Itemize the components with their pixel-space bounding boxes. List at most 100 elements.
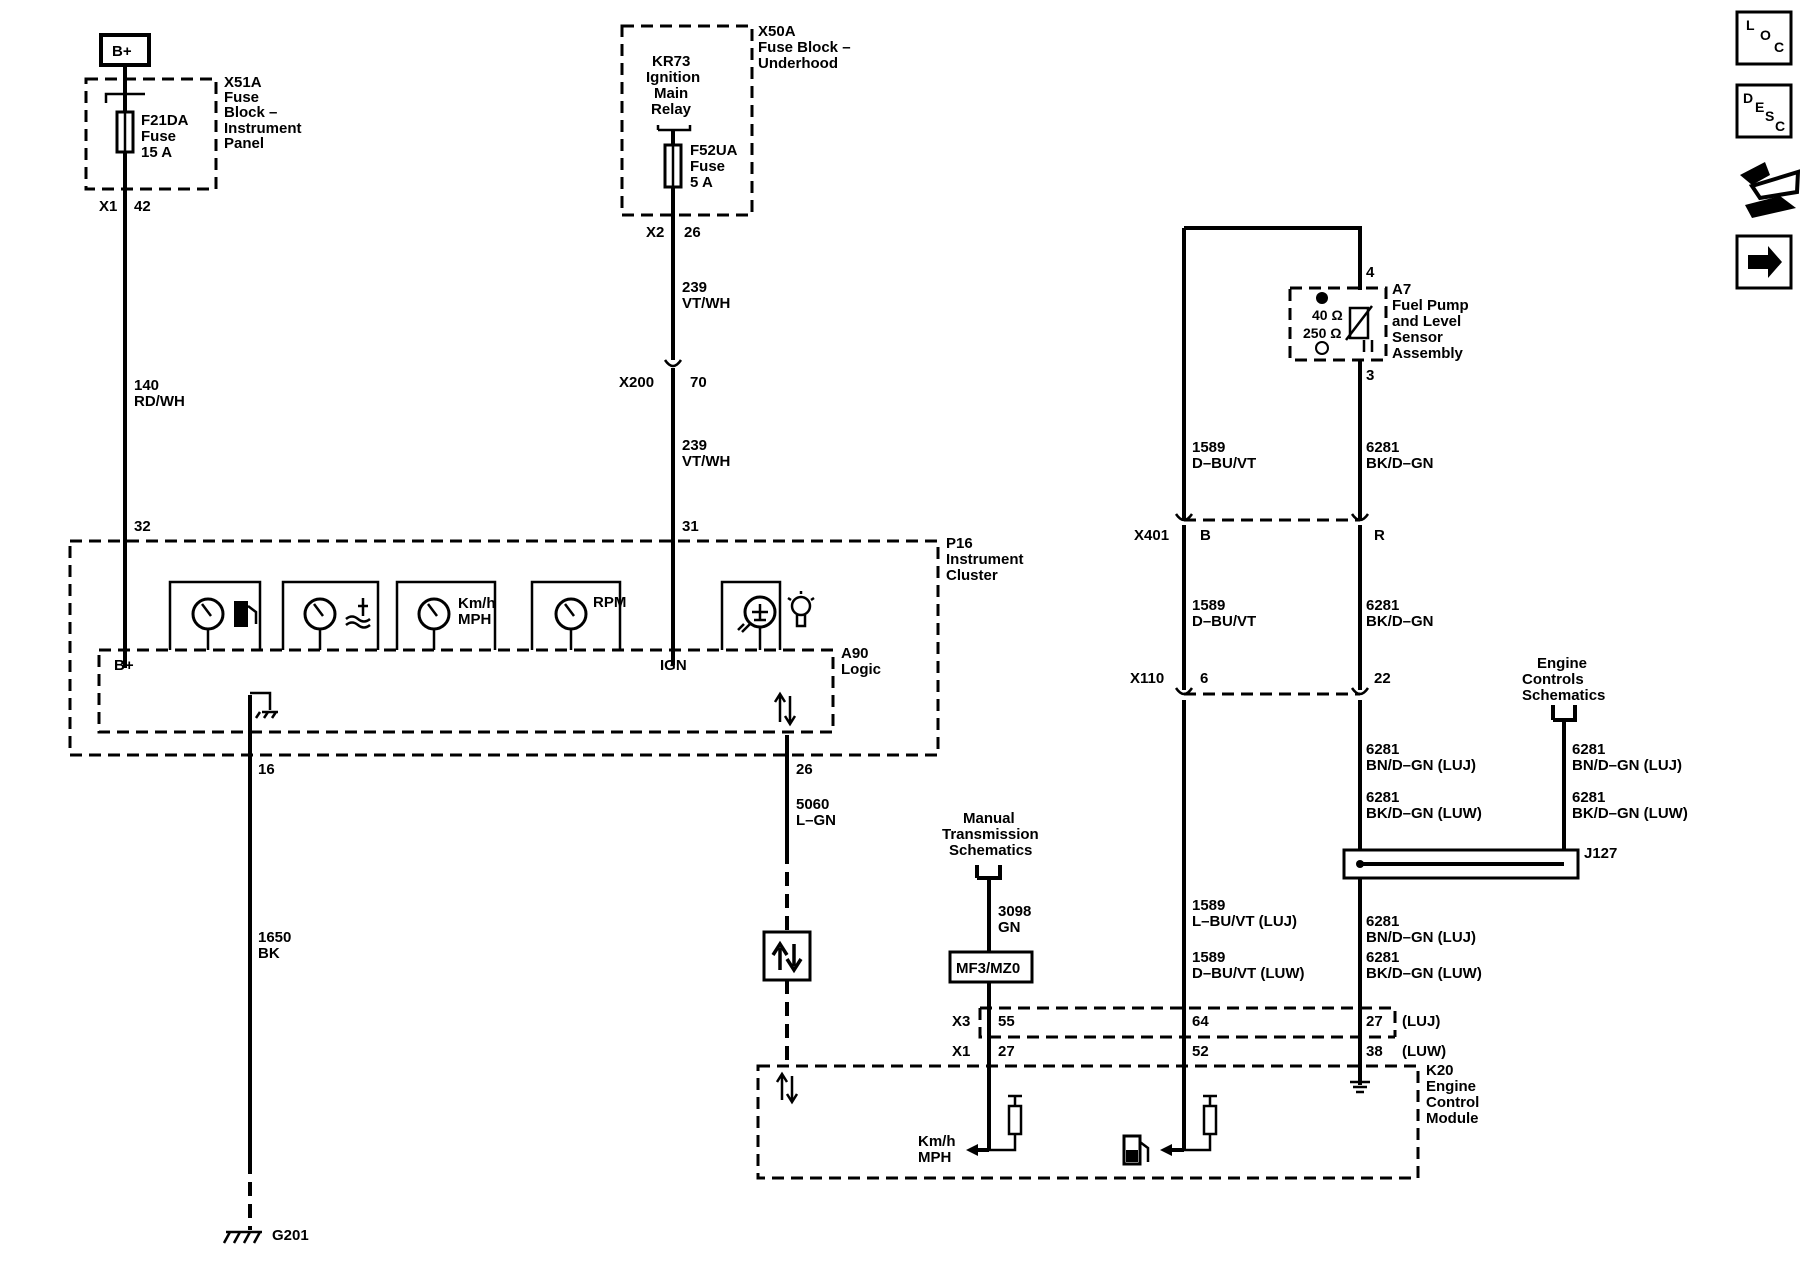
svg-text:MF3/MZ0: MF3/MZ0 [956,960,1020,977]
svg-text:Km/h: Km/h [918,1133,956,1150]
svg-text:26: 26 [684,224,701,241]
svg-text:27: 27 [998,1043,1015,1060]
warning-lamp [720,580,815,650]
svg-text:Schematics: Schematics [949,842,1032,859]
svg-text:3098: 3098 [998,903,1031,920]
svg-text:4: 4 [1366,264,1375,281]
svg-text:Fuse Block –: Fuse Block – [758,39,851,56]
svg-text:and Level: and Level [1392,313,1461,330]
level-sensor-icon: 40 Ω 250 Ω [1303,292,1374,355]
svg-text:Fuel Pump: Fuel Pump [1392,297,1469,314]
svg-text:Module: Module [1426,1110,1479,1127]
wire-6281-a: 6281 BK/D–GN [1366,439,1434,472]
svg-text:D–BU/VT: D–BU/VT [1192,613,1256,630]
svg-text:140: 140 [134,377,159,394]
relay-contact-icon [656,125,692,132]
svg-text:L–GN: L–GN [796,812,836,829]
next-arrow-button[interactable] [1735,234,1793,290]
fuel-pull-up-resistor-icon [1184,1094,1218,1152]
ecm-ground-icon [1350,1066,1370,1094]
svg-text:A90: A90 [841,645,869,662]
manual-transmission-schematics-link[interactable]: Manual Transmission Schematics [942,810,1039,880]
svg-text:BN/D–GN (LUJ): BN/D–GN (LUJ) [1366,757,1476,774]
svg-text:1589: 1589 [1192,597,1225,614]
right-arrow-icon [1748,246,1782,278]
svg-text:BN/D–GN (LUJ): BN/D–GN (LUJ) [1572,757,1682,774]
f52ua-label: F52UA Fuse 5 A [690,142,738,191]
svg-text:6281: 6281 [1366,949,1399,966]
fuel-pump-icon [234,601,258,627]
fuel-gauge [168,580,262,650]
svg-text:Fuse: Fuse [141,128,176,145]
wire-6281-d: 6281 BK/D–GN (LUW) [1366,789,1482,822]
svg-text:Schematics: Schematics [1522,687,1605,704]
svg-text:Engine: Engine [1426,1078,1476,1095]
svg-text:(LUW): (LUW) [1402,1043,1446,1060]
svg-text:15 A: 15 A [141,144,172,161]
chassis-ground-icon [250,691,278,719]
svg-text:64: 64 [1192,1013,1209,1030]
svg-text:BK/D–GN: BK/D–GN [1366,455,1434,472]
x51a-connector: X1 [99,198,117,215]
wire-140: 140 RD/WH [134,377,185,410]
wire-3098: 3098 GN [998,903,1031,936]
k20-label: K20 Engine Control Module [1426,1062,1479,1127]
svg-text:KR73: KR73 [652,53,690,70]
connector-views-icon[interactable] [1740,162,1800,218]
svg-text:J127: J127 [1584,845,1617,862]
bus-bar-icon [104,92,145,103]
svg-text:52: 52 [1192,1043,1209,1060]
svg-text:6281: 6281 [1366,789,1399,806]
p16-instrument-cluster [68,539,940,757]
x51a-fuse-block [84,77,218,191]
svg-text:250 Ω: 250 Ω [1303,325,1341,341]
svg-text:MPH: MPH [458,611,491,628]
svg-text:5 A: 5 A [690,174,713,191]
svg-text:B: B [1200,527,1211,544]
engine-controls-schematics-link[interactable]: Engine Controls Schematics [1522,655,1605,722]
svg-text:L–BU/VT (LUJ): L–BU/VT (LUJ) [1192,913,1297,930]
svg-text:6281: 6281 [1572,741,1605,758]
svg-text:Block –: Block – [224,104,277,121]
svg-text:C: C [1775,118,1785,134]
svg-text:S: S [1765,108,1774,124]
mf3-mz0-option-box: MF3/MZ0 [948,950,1034,984]
x50a-label: X50A Fuse Block – Underhood [758,23,851,72]
x50a-fuse-block [620,24,754,217]
svg-text:D–BU/VT: D–BU/VT [1192,455,1256,472]
svg-text:Transmission: Transmission [942,826,1039,843]
svg-text:(LUJ): (LUJ) [1402,1013,1440,1030]
b-plus-supply: B+ [99,33,151,67]
wire-6281-b: 6281 BK/D–GN [1366,597,1434,630]
x3-connector: X3 [952,1013,970,1030]
svg-text:Controls: Controls [1522,671,1584,688]
j127-splice-pack: J127 [1342,845,1617,880]
svg-text:F21DA: F21DA [141,112,189,129]
serial-data-link-box [762,930,812,982]
a90-logic [97,648,835,734]
svg-text:Instrument: Instrument [224,120,302,137]
svg-text:Underhood: Underhood [758,55,838,72]
svg-text:Km/h: Km/h [458,595,496,612]
svg-text:L: L [1746,17,1755,33]
svg-text:X50A: X50A [758,23,796,40]
x110-connector-icon [1174,687,1370,696]
ecm-serial-data-arrows-icon [775,1071,799,1105]
x401-connector: X401 [1134,527,1169,544]
desc-button[interactable]: D E S C [1735,83,1793,139]
wire-1589-b: 1589 D–BU/VT [1192,597,1256,630]
svg-text:O: O [1760,27,1771,43]
wire-1589-c: 1589 L–BU/VT (LUJ) [1192,897,1297,930]
x51a-label: X51A Fuse Block – Instrument Panel [224,74,302,152]
svg-text:VT/WH: VT/WH [682,295,730,312]
svg-text:6281: 6281 [1366,913,1399,930]
svg-text:B+: B+ [114,657,134,674]
loc-button[interactable]: L O C [1735,10,1793,66]
svg-text:1589: 1589 [1192,897,1225,914]
wire-6281-h: 6281 BK/D–GN (LUW) [1366,949,1482,982]
svg-text:BK/D–GN (LUW): BK/D–GN (LUW) [1366,805,1482,822]
p16-label: P16 Instrument Cluster [946,535,1024,584]
x401-connector-icon [1174,513,1370,522]
wire-6281-c: 6281 BN/D–GN (LUJ) [1366,741,1476,774]
svg-text:31: 31 [682,518,699,535]
